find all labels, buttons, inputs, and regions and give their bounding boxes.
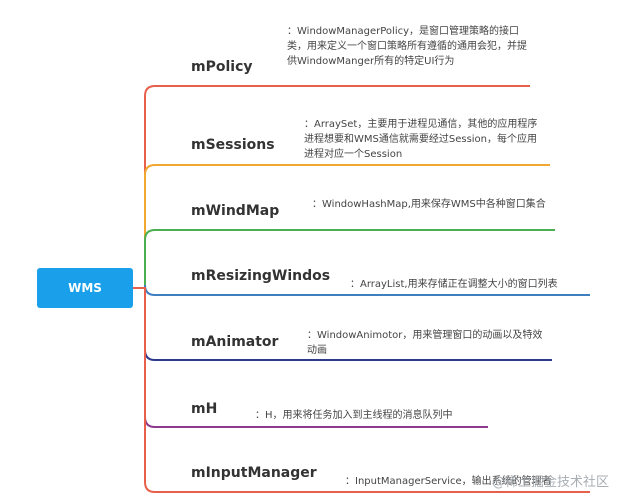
branch-connector-mpolicy	[133, 85, 530, 289]
branch-label-mh[interactable]: mH	[191, 401, 218, 417]
branch-desc-mpolicy: ：WindowManagerPolicy，是窗口管理策略的接口类，用来定义一个窗…	[287, 26, 527, 67]
branch-label-minputmanager[interactable]: mInputManager	[191, 465, 317, 481]
branch-label-mresizingwindos[interactable]: mResizingWindos	[191, 268, 331, 284]
branch-desc-manimator: ：WindowAnimotor，用来管理窗口的动画以及特效动画	[307, 330, 543, 356]
branch-desc-mwindmap: ：WindowHashMap,用来保存WMS中各种窗口集合	[312, 199, 546, 210]
branch-desc-msessions: ：ArraySet，主要用于进程见通信，其他的应用程序进程想要和WMS通信就需要…	[304, 119, 538, 160]
root-node-wms[interactable]: WMS	[37, 268, 133, 308]
branch-connector-msessions	[133, 164, 550, 289]
branch-label-manimator[interactable]: mAnimator	[191, 334, 279, 350]
root-node-label: WMS	[68, 281, 102, 295]
branch-label-msessions[interactable]: mSessions	[191, 137, 275, 153]
branch-connector-mresizingwindos	[133, 284, 590, 296]
branch-connector-minputmanager	[133, 287, 590, 493]
branch-desc-mresizingwindos: ：ArrayList,用来存储正在调整大小的窗口列表	[350, 279, 558, 290]
watermark: @稀土掘金技术社区	[492, 475, 610, 490]
branch-label-mpolicy[interactable]: mPolicy	[191, 59, 253, 75]
branch-label-mwindmap[interactable]: mWindMap	[191, 203, 280, 219]
branch-desc-minputmanager: ：InputManagerService，输出系统的管理者	[345, 476, 552, 487]
branch-desc-mh: ：H，用来将任务加入到主线程的消息队列中	[255, 410, 453, 421]
branch-connector-mwindmap	[133, 229, 555, 289]
